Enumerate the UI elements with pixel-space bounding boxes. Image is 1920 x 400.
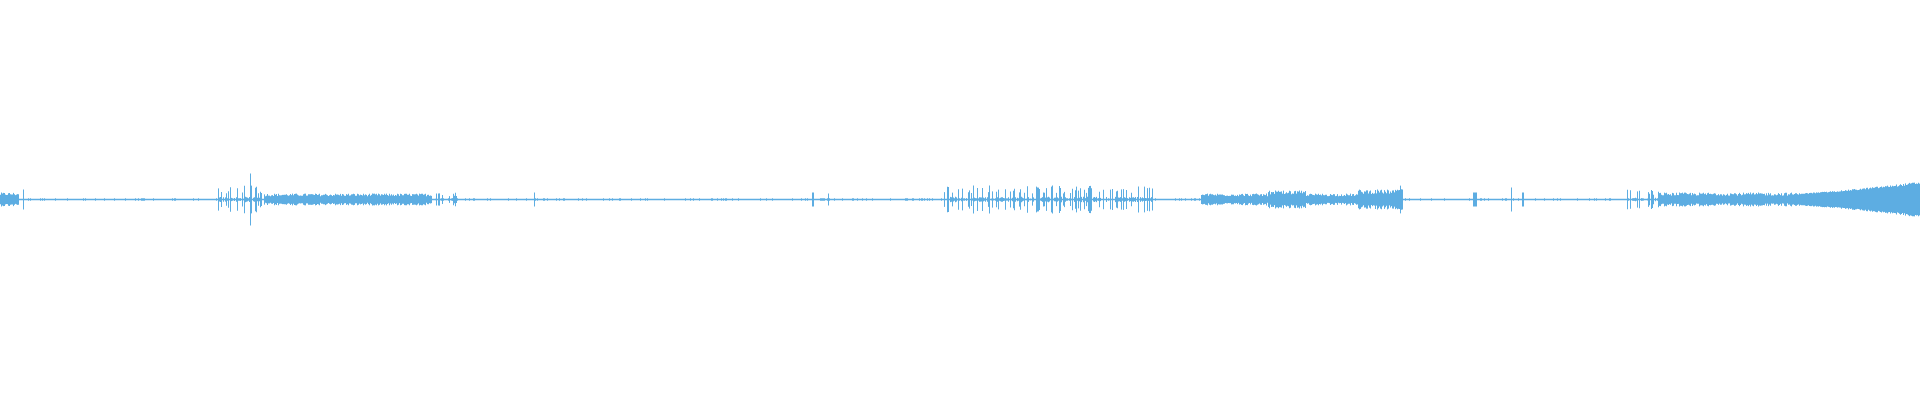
- waveform-trace: [0, 173, 1920, 226]
